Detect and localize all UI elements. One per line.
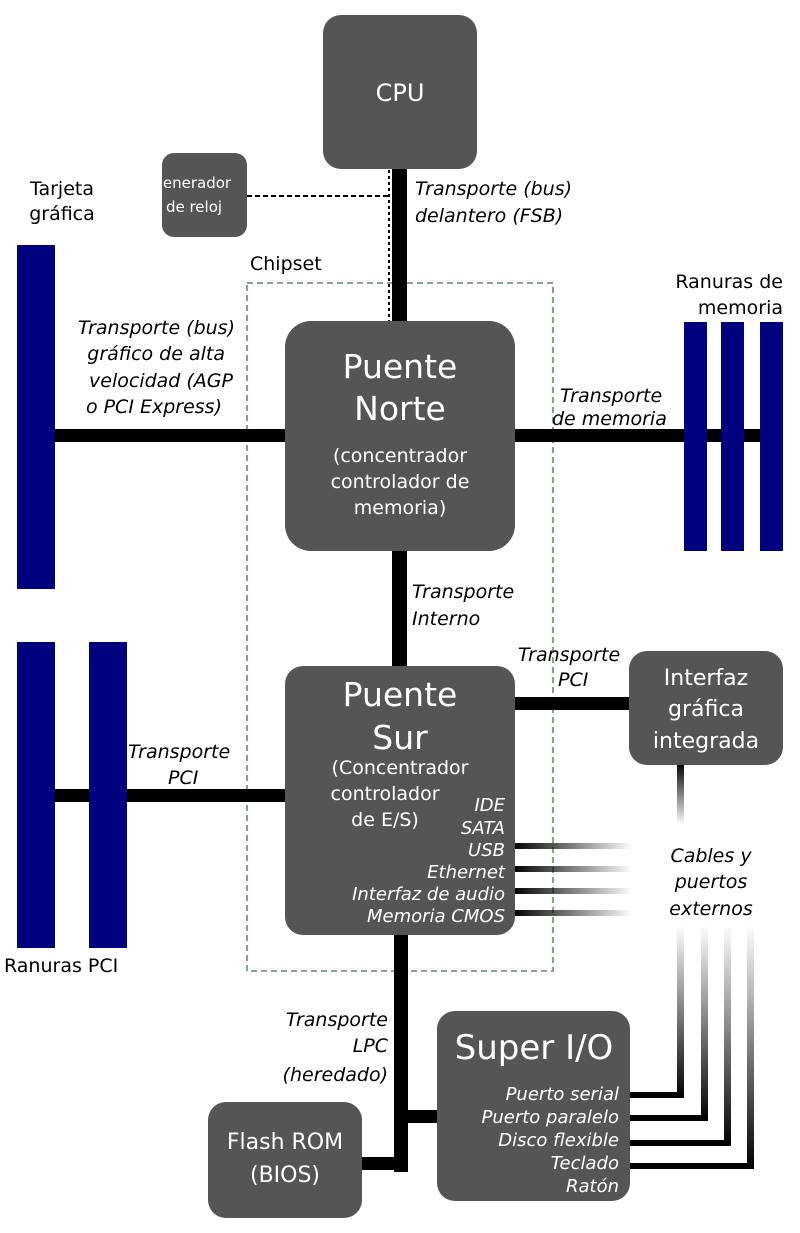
memory-slot-2 — [721, 322, 744, 551]
external-label-2: puertos — [674, 871, 748, 893]
port-audio: Interfaz de audio — [352, 884, 505, 905]
fsb-label-1: Transporte (bus) — [415, 178, 572, 200]
sio-port-parallel: Puerto paralelo — [481, 1107, 619, 1128]
integrated-graphics-box — [629, 651, 783, 765]
internal-bus-line — [392, 548, 407, 668]
south-bridge-title-2: Sur — [372, 718, 428, 757]
agp-label-2: gráfico de alta — [87, 343, 225, 365]
internal-bus-label-1: Transporte — [412, 581, 514, 603]
pci-left-label-1: Transporte — [128, 741, 230, 763]
north-bridge-title-2: Norte — [354, 389, 446, 428]
external-label-3: externos — [669, 898, 753, 920]
pci-slot-2 — [89, 642, 127, 948]
pci-right-bus-line — [513, 697, 631, 710]
port-ide: IDE — [474, 795, 505, 816]
graphics-card-slot — [17, 245, 55, 589]
sio-port-keyboard: Teclado — [551, 1153, 619, 1174]
agp-label-1: Transporte (bus) — [78, 317, 235, 339]
super-io-title: Super I/O — [455, 1028, 614, 1068]
igp-output-line — [677, 763, 684, 825]
port-line-ethernet — [513, 866, 633, 872]
sio-port-mouse: Ratón — [566, 1176, 619, 1197]
sio-line-keyboard-h — [617, 1163, 753, 1169]
agp-bus-line — [55, 429, 287, 442]
sio-line-floppy-v — [724, 925, 731, 1146]
port-sata: SATA — [461, 818, 505, 839]
lpc-label-1: Transporte — [286, 1009, 388, 1031]
external-label-1: Cables y — [670, 845, 752, 867]
lpc-label-2: LPC — [353, 1035, 389, 1057]
sio-line-parallel-h — [617, 1115, 707, 1121]
north-bridge-box — [285, 321, 515, 551]
flash-rom-label-2: (BIOS) — [250, 1163, 320, 1188]
fsb-label-2: delantero (FSB) — [415, 205, 563, 227]
south-bridge-sub-3: de E/S) — [351, 809, 419, 831]
external-ports-label: Cables y puertos externos — [669, 845, 753, 920]
igp-label-3: integrada — [653, 729, 759, 754]
lpc-bus-line — [394, 932, 408, 1172]
flash-rom-label-1: Flash ROM — [227, 1130, 343, 1155]
north-bridge-sub-3: memoria) — [354, 497, 446, 519]
pci-right-label-1: Transporte — [518, 644, 620, 666]
agp-label-3: velocidad (AGP — [89, 370, 233, 392]
pci-slots-label: Ranuras PCI — [4, 955, 118, 977]
flash-link-line — [360, 1157, 408, 1170]
south-bridge-sub-2: controlador — [331, 783, 440, 805]
igp-label-1: Interfaz — [664, 666, 748, 691]
cpu-box — [323, 15, 477, 169]
south-bridge-port-list: IDE SATA USB Ethernet Interfaz de audio … — [352, 795, 506, 927]
south-bridge-title-1: Puente — [343, 675, 458, 714]
port-cmos: Memoria CMOS — [367, 906, 505, 927]
port-line-audio — [513, 888, 633, 894]
memory-bus-line — [513, 429, 780, 442]
clock-generator-box — [162, 153, 247, 237]
clock-generator-label-2: de reloj — [166, 198, 222, 216]
south-bridge-sub-1: (Concentrador — [332, 757, 469, 779]
chipset-label: Chipset — [250, 253, 322, 275]
port-line-usb — [513, 843, 633, 849]
north-bridge-sub-1: (concentrador — [333, 445, 467, 467]
port-ethernet: Ethernet — [427, 862, 506, 883]
flash-rom-box — [208, 1102, 362, 1218]
memory-bus-label-1: Transporte — [560, 385, 662, 407]
north-bridge-title-1: Puente — [343, 347, 458, 386]
sio-line-floppy-h — [617, 1140, 730, 1146]
pci-right-label-2: PCI — [558, 669, 589, 691]
graphics-card-label-2: gráfica — [29, 203, 95, 225]
pci-left-label-2: PCI — [168, 767, 199, 789]
memory-slots-label-2: memoria — [698, 297, 783, 319]
sio-line-parallel-v — [701, 925, 708, 1121]
sio-line-serial-h — [617, 1092, 683, 1098]
internal-bus-label-2: Interno — [412, 608, 480, 630]
memory-slot-1 — [684, 322, 707, 551]
sio-port-serial: Puerto serial — [506, 1084, 619, 1105]
agp-label-4: o PCI Express) — [86, 396, 222, 418]
pci-slot-1 — [17, 642, 55, 948]
sio-line-keyboard-v — [747, 925, 754, 1169]
memory-slot-3 — [760, 322, 783, 551]
port-usb: USB — [468, 840, 505, 861]
igp-label-2: gráfica — [668, 697, 744, 722]
super-io-box — [437, 1011, 630, 1201]
superio-link-line — [394, 1110, 440, 1123]
memory-bus-label-2: de memoria — [552, 408, 667, 430]
clock-generator-label-1: enerador — [163, 174, 232, 192]
sio-port-floppy: Disco flexible — [498, 1130, 619, 1151]
north-bridge-sub-2: controlador de — [331, 471, 470, 493]
sio-line-serial-v — [677, 925, 684, 1098]
south-bridge-box — [285, 666, 515, 935]
port-line-cmos — [513, 910, 633, 916]
fsb-bus-line — [392, 165, 407, 325]
graphics-card-label-1: Tarjeta — [29, 178, 94, 200]
memory-slots-label-1: Ranuras de — [675, 271, 783, 293]
super-io-port-list: Puerto serial Puerto paralelo Disco flex… — [481, 1084, 619, 1197]
lpc-label-3: (heredado) — [283, 1064, 388, 1086]
cpu-label: CPU — [376, 79, 425, 107]
